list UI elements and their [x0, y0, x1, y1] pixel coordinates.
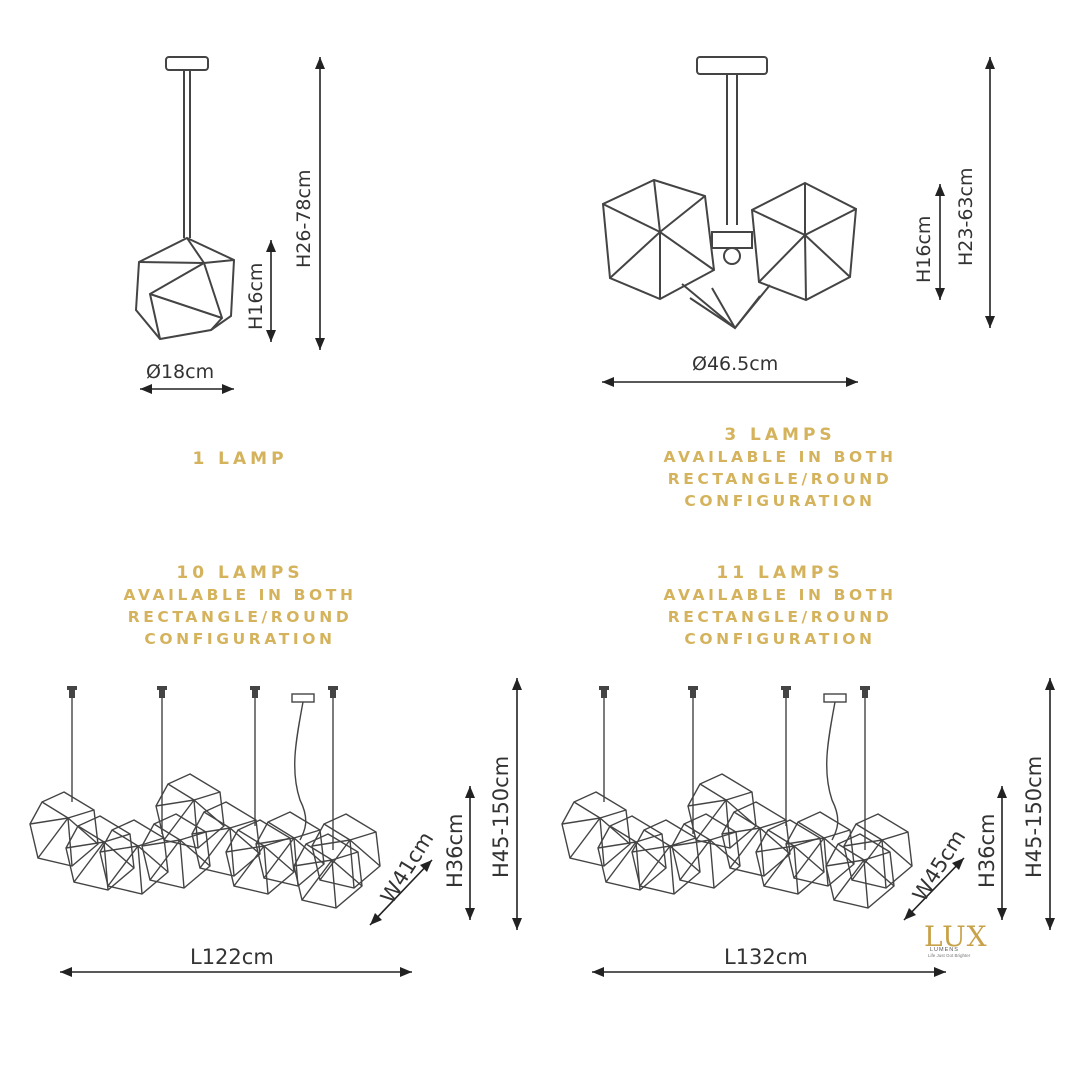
- logo-mark: LUX: [924, 920, 988, 953]
- caption-three-lamps: 3 LAMPS AVAILABLE IN BOTH RECTANGLE/ROUN…: [640, 424, 920, 512]
- dim-length-11: L132cm: [724, 945, 808, 969]
- dim-diameter-3: Ø46.5cm: [692, 353, 778, 375]
- three-lamps-diagram: Ø46.5cm H16cm H23-63cm: [601, 56, 995, 387]
- dim-shade-height-10: H36cm: [443, 813, 467, 888]
- lux-lumens-logo: LUX LUMENS Life Just Got Brighter: [916, 920, 988, 960]
- caption-eleven-lamps-title: 11 LAMPS: [716, 563, 844, 583]
- caption-one-lamp: 1 LAMP: [150, 448, 330, 470]
- logo-brand: LUMENS: [930, 947, 959, 953]
- dim-diameter: Ø18cm: [146, 361, 214, 383]
- caption-one-lamp-title: 1 LAMP: [192, 449, 288, 469]
- caption-three-lamps-line1: AVAILABLE IN BOTH: [663, 448, 897, 466]
- caption-eleven-lamps: 11 LAMPS AVAILABLE IN BOTH RECTANGLE/ROU…: [640, 562, 920, 650]
- ceiling-canopy: [165, 56, 209, 71]
- caption-ten-lamps: 10 LAMPS AVAILABLE IN BOTH RECTANGLE/ROU…: [100, 562, 380, 650]
- dim-width-11: W45cm: [908, 826, 970, 906]
- logo-tagline: Life Just Got Brighter: [928, 953, 971, 958]
- caption-ten-lamps-title: 10 LAMPS: [176, 563, 304, 583]
- caption-ten-lamps-line2: RECTANGLE/ROUND: [127, 608, 353, 626]
- caption-three-lamps-line2: RECTANGLE/ROUND: [667, 470, 893, 488]
- dim-shade-height-11: H36cm: [975, 813, 999, 888]
- caption-three-lamps-title: 3 LAMPS: [724, 425, 836, 445]
- one-lamp-diagram: Ø18cm H16cm H26-78cm: [134, 56, 325, 394]
- caption-ten-lamps-line1: AVAILABLE IN BOTH: [123, 586, 357, 604]
- dim-total-height-10: H45-150cm: [489, 756, 513, 878]
- ten-lamps-diagram: L122cm W41cm H36cm H45-150cm: [29, 678, 522, 977]
- dim-total-height: H26-78cm: [293, 170, 315, 268]
- dim-width-10: W41cm: [376, 828, 438, 908]
- dim-total-height-11: H45-150cm: [1022, 756, 1046, 878]
- caption-eleven-lamps-line2: RECTANGLE/ROUND: [667, 608, 893, 626]
- caption-ten-lamps-line3: CONFIGURATION: [144, 630, 336, 648]
- caption-three-lamps-line3: CONFIGURATION: [684, 492, 876, 510]
- dim-length-10: L122cm: [190, 945, 274, 969]
- polyhedron-shade: [134, 236, 236, 341]
- dim-shade-height-3: H16cm: [913, 216, 935, 283]
- dim-total-height-3: H23-63cm: [955, 168, 977, 266]
- caption-eleven-lamps-line1: AVAILABLE IN BOTH: [663, 586, 897, 604]
- dim-shade-height: H16cm: [245, 263, 267, 330]
- caption-eleven-lamps-line3: CONFIGURATION: [684, 630, 876, 648]
